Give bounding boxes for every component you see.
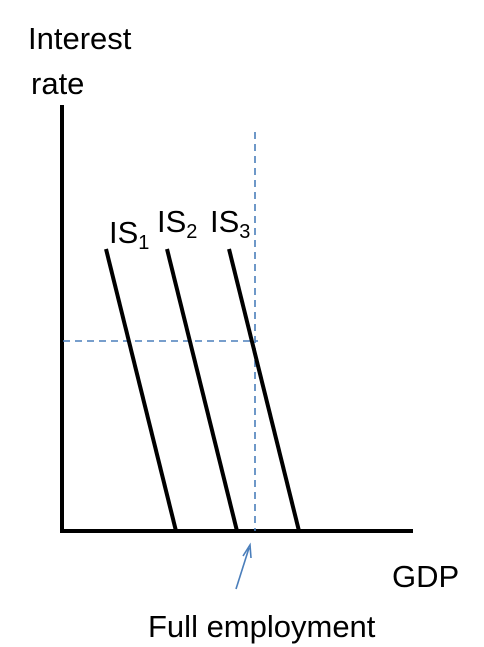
is1-curve — [104, 248, 178, 532]
full-employment-label: Full employment — [148, 609, 376, 644]
is3-label: IS3 — [210, 204, 250, 243]
x-axis-label: GDP — [392, 559, 459, 594]
is2-label: IS2 — [157, 204, 197, 243]
y-axis-label-line2: rate — [31, 66, 84, 101]
is3-curve — [227, 248, 301, 532]
is2-curve — [165, 248, 239, 532]
full-employment-arrowhead-icon — [242, 542, 252, 559]
is1-label: IS1 — [109, 215, 149, 254]
y-axis-label-line1: Interest — [28, 21, 132, 56]
full-employment-arrow-shaft — [235, 547, 250, 590]
